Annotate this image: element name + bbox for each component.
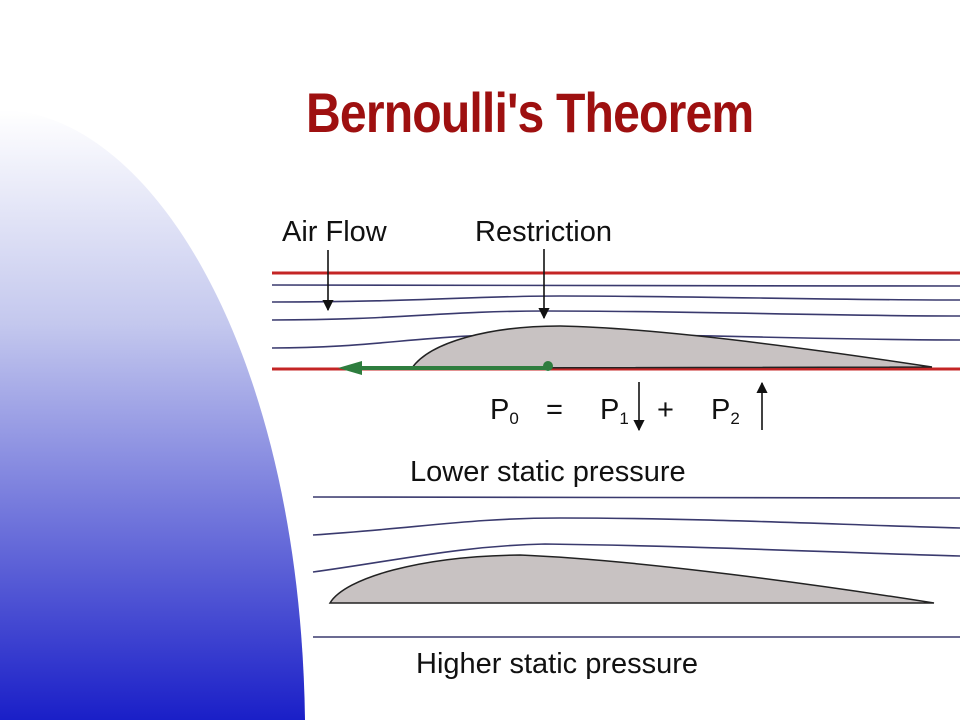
velocity-vector-arrowhead	[338, 361, 362, 375]
higher-static-pressure-label: Higher static pressure	[416, 648, 699, 680]
equation-plus: +	[657, 394, 674, 426]
streamline	[271, 295, 960, 303]
upper-airfoil	[410, 325, 933, 369]
equation-equals: =	[546, 394, 563, 426]
streamline	[271, 310, 960, 321]
streamline	[271, 284, 960, 287]
slide-title: Bernoulli's Theorem	[306, 81, 754, 144]
lower-static-pressure-label: Lower static pressure	[410, 456, 686, 488]
lower-airfoil	[328, 554, 935, 604]
streamline	[312, 543, 960, 573]
background-swoosh	[0, 110, 305, 720]
restriction-label: Restriction	[475, 216, 612, 248]
streamline	[312, 495, 960, 499]
equation-p2: P2	[711, 394, 740, 428]
equation-p0: P0	[490, 394, 519, 428]
velocity-vector-origin-dot	[543, 361, 553, 371]
equation-p1: P1	[600, 394, 629, 428]
streamline	[312, 517, 960, 536]
air-flow-label: Air Flow	[282, 216, 387, 248]
